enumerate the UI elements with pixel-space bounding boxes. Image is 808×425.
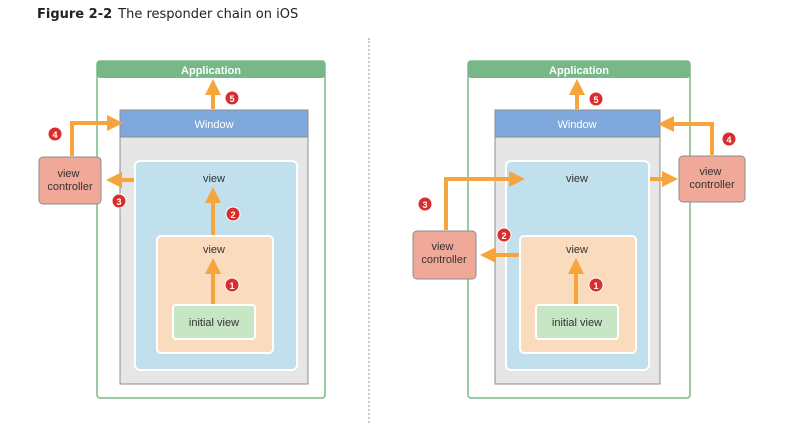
right-badge-2-label: 2	[501, 231, 506, 241]
right-window-bar	[494, 109, 661, 138]
left-step-badges: 1 2 3 4 5	[47, 90, 241, 293]
right-view-controller-outer-line2: controller	[689, 179, 735, 191]
left-badge-4-label: 4	[52, 130, 57, 140]
left-outer-view-label: view	[203, 173, 225, 185]
right-view-controller-outer-line1: view	[699, 166, 721, 178]
left-view-controller-label-line1: view	[57, 168, 79, 180]
figure-caption: Figure 2-2 The responder chain on iOS	[37, 7, 298, 22]
left-arrows	[70, 79, 221, 304]
right-view-controller-outer-label: view controller	[689, 166, 735, 191]
left-badge-3	[111, 193, 127, 209]
left-badge-3-label: 3	[116, 197, 121, 207]
left-view-controller	[38, 156, 102, 205]
right-badge-5	[588, 91, 604, 107]
right-view-controller-inner-line1: view	[431, 241, 453, 253]
right-arrow-3	[444, 171, 525, 230]
figure-number: Figure 2-2	[37, 7, 113, 22]
left-diagram: Application Window view view initial vie…	[38, 60, 326, 399]
left-initial-view-label: initial view	[189, 317, 239, 329]
right-badge-1	[588, 277, 604, 293]
left-badge-5	[224, 90, 240, 106]
left-badge-2-label: 2	[230, 210, 235, 220]
right-view-controller-inner-line2: controller	[421, 254, 467, 266]
left-application-header	[97, 61, 325, 78]
right-badge-5-label: 5	[593, 95, 598, 105]
left-view-controller-label: view controller	[47, 168, 93, 193]
right-window-label: Window	[557, 119, 596, 131]
right-badge-3-label: 3	[422, 200, 427, 210]
left-arrow-4	[70, 115, 123, 156]
right-view-controller-outer	[678, 155, 746, 203]
right-application-header	[468, 61, 690, 78]
right-inner-view-label: view	[566, 244, 588, 256]
left-badge-1-label: 1	[229, 281, 234, 291]
left-view-controller-label-line2: controller	[47, 181, 93, 193]
right-arrow-4	[658, 116, 714, 155]
left-badge-1	[224, 277, 240, 293]
right-application-label: Application	[549, 65, 609, 77]
right-step-badges: 1 2 3 4 5	[417, 91, 737, 293]
left-application-label: Application	[181, 65, 241, 77]
left-badge-5-label: 5	[229, 94, 234, 104]
right-view-controller-inner-label: view controller	[421, 241, 467, 266]
right-badge-1-label: 1	[593, 281, 598, 291]
left-inner-view-label: view	[203, 244, 225, 256]
right-initial-view-label: initial view	[552, 317, 602, 329]
panel-divider	[368, 38, 370, 423]
left-initial-view	[172, 304, 256, 340]
left-badge-4	[47, 126, 63, 142]
right-badge-4-label: 4	[726, 135, 731, 145]
right-outer-view-label: view	[566, 173, 588, 185]
figure-title: The responder chain on iOS	[118, 7, 299, 22]
left-window-label: Window	[194, 119, 233, 131]
right-badge-4	[721, 131, 737, 147]
right-view-controller-inner	[412, 230, 477, 280]
right-initial-view	[535, 304, 619, 340]
right-diagram: Application Window view view initial vie…	[412, 60, 746, 399]
right-badge-3	[417, 196, 433, 212]
right-badge-2	[496, 227, 512, 243]
left-window-bar	[119, 109, 309, 138]
right-arrows	[444, 79, 714, 304]
left-badge-2	[225, 206, 241, 222]
